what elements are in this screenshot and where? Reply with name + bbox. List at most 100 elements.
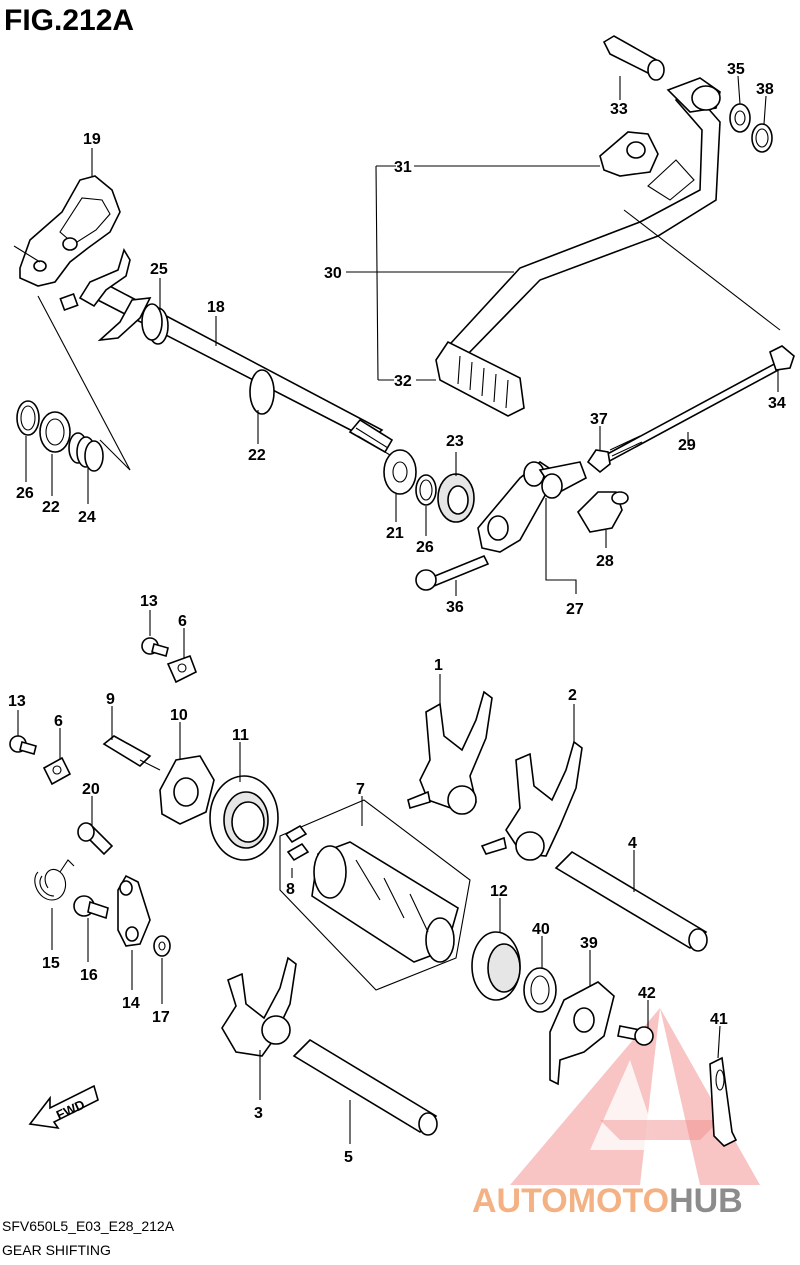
part-20-bolt	[77, 822, 114, 856]
part-34-nut	[769, 345, 795, 371]
callout-11: 11	[232, 727, 249, 744]
callout-40: 40	[532, 921, 550, 938]
part-35-washer	[729, 103, 751, 133]
part-16-bolt	[73, 895, 109, 920]
part-23-oil-seal	[437, 473, 475, 523]
part-2-shift-fork	[480, 740, 583, 861]
part-32-rubber-pedal	[435, 340, 525, 417]
part-13-bolt-upper	[141, 637, 169, 657]
callout-28: 28	[596, 553, 614, 570]
callout-18: 18	[207, 299, 225, 316]
part-10-cam	[159, 755, 215, 825]
callout-7: 7	[356, 781, 365, 798]
part-21-washer	[383, 449, 417, 495]
part-22-washer-left	[39, 411, 71, 453]
callout-24: 24	[78, 509, 96, 526]
callout-1: 1	[434, 657, 443, 674]
callout-39: 39	[580, 935, 598, 952]
callout-14: 14	[122, 995, 140, 1012]
watermark-text-hub: HUB	[669, 1182, 743, 1220]
part-1-shift-fork	[407, 690, 493, 815]
part-27-link-arm	[477, 461, 587, 553]
part-19-shift-arm	[19, 175, 121, 287]
svg-text:AUTOMOTOHUB: AUTOMOTOHUB	[472, 1182, 743, 1220]
callout-6-lower: 6	[54, 713, 63, 730]
part-18-shift-shaft	[59, 248, 394, 456]
part-30-gearshift-lever	[438, 77, 721, 361]
part-12-bearing	[471, 931, 521, 1001]
part-39-bracket	[549, 981, 615, 1086]
callout-13-lower: 13	[8, 693, 26, 710]
part-31-joint	[599, 131, 659, 177]
callout-22-shaft: 22	[248, 447, 266, 464]
part-4-fork-shaft	[554, 850, 708, 952]
part-15-spring	[34, 859, 75, 901]
callout-26-right: 26	[416, 539, 434, 556]
part-3-shift-fork	[221, 956, 297, 1057]
part-26-circlip-right	[415, 474, 437, 506]
callout-29: 29	[678, 437, 696, 454]
figure-title: FIG.212A	[4, 4, 134, 37]
part-8-pins	[284, 824, 310, 862]
callout-13-upper: 13	[140, 593, 158, 610]
part-13-bolt-lower	[9, 735, 37, 755]
callout-30: 30	[324, 265, 342, 282]
part-37-nut	[586, 449, 611, 474]
callout-5: 5	[344, 1149, 353, 1166]
fwd-label: FWD	[54, 1097, 87, 1123]
callout-19: 19	[83, 131, 101, 148]
part-5-fork-shaft	[292, 1038, 438, 1136]
callout-3: 3	[254, 1105, 263, 1122]
callout-34: 34	[768, 395, 786, 412]
callout-8: 8	[286, 881, 295, 898]
part-36-bolt	[415, 554, 490, 591]
part-42-bolt	[617, 1025, 654, 1046]
callout-10: 10	[170, 707, 188, 724]
part-41-lever	[709, 1056, 738, 1147]
figure-name: GEAR SHIFTING	[2, 1242, 111, 1258]
part-28-joint	[576, 491, 629, 533]
callout-23: 23	[446, 433, 464, 450]
part-24-spring	[68, 432, 104, 472]
part-38-clip	[751, 123, 773, 153]
callout-4: 4	[628, 835, 637, 852]
drum-group-box	[279, 799, 471, 991]
callout-38: 38	[756, 81, 774, 98]
callout-37: 37	[590, 411, 608, 428]
callout-31: 31	[394, 159, 412, 176]
callout-26-left: 26	[16, 485, 34, 502]
part-40-washer	[523, 967, 557, 1013]
callout-36: 36	[446, 599, 464, 616]
callout-27: 27	[566, 601, 584, 618]
fwd-arrow-icon: FWD	[28, 1084, 99, 1130]
callout-35: 35	[727, 61, 745, 78]
callout-12: 12	[490, 883, 508, 900]
part-9-pin	[102, 735, 161, 771]
part-6-washer-lower	[42, 756, 72, 786]
part-7-shift-drum	[311, 841, 459, 963]
callout-22-left: 22	[42, 499, 60, 516]
callout-labels: 19 25 18 22 26 22 24 21 26 23 31 30 32 3…	[8, 61, 786, 1166]
callout-25: 25	[150, 261, 168, 278]
callout-41: 41	[710, 1011, 728, 1028]
figure-code: SFV650L5_E03_E28_212A	[2, 1218, 175, 1234]
watermark-text-automoto: AUTOMOTO	[472, 1182, 669, 1220]
callout-9: 9	[106, 691, 115, 708]
leader-lines	[17, 75, 779, 1144]
part-17-washer	[153, 935, 171, 957]
callout-20: 20	[82, 781, 100, 798]
callout-15: 15	[42, 955, 60, 972]
callout-42: 42	[638, 985, 656, 1002]
callout-33: 33	[610, 101, 628, 118]
part-6-washer-upper	[166, 654, 198, 684]
callout-2: 2	[568, 687, 577, 704]
part-11-bearing	[209, 775, 279, 861]
callout-32: 32	[394, 373, 412, 390]
callout-6-upper: 6	[178, 613, 187, 630]
part-14-stopper	[117, 874, 151, 947]
callout-17: 17	[152, 1009, 170, 1026]
callout-16: 16	[80, 967, 98, 984]
callout-21: 21	[386, 525, 404, 542]
part-33-bolt	[602, 35, 665, 81]
